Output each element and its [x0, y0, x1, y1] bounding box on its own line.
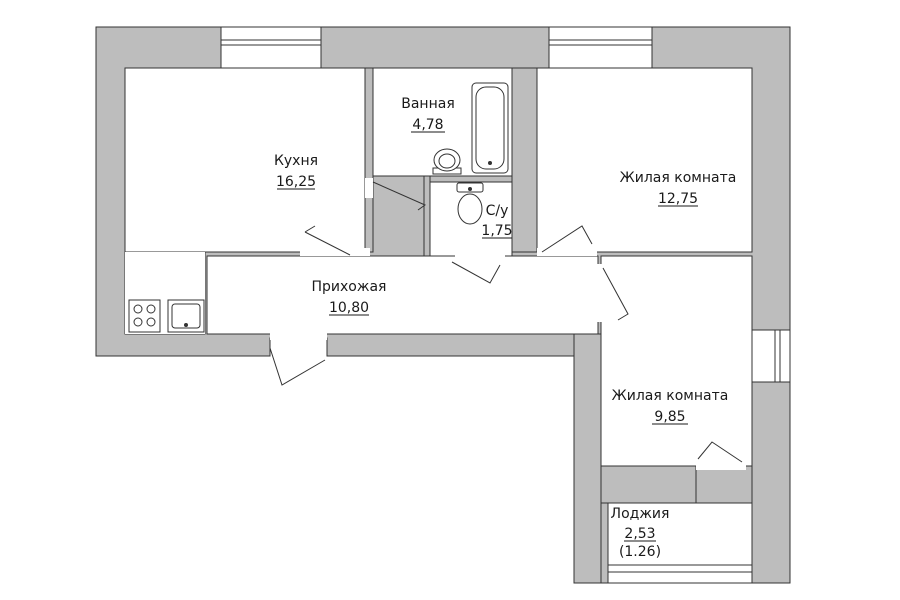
room-kitchen: Кухня 16,25: [274, 153, 318, 190]
room-name: Жилая комната: [620, 170, 737, 186]
loggia-door-leaf: [697, 441, 743, 463]
kitchen-door-leaf: [304, 231, 351, 256]
entrance-gap: [270, 330, 327, 340]
room-area: 4,78: [412, 117, 443, 133]
kitchen-sink-icon: [167, 299, 205, 333]
partition-hall-room2: [573, 333, 602, 584]
room-reduced-area: (1.26): [619, 544, 661, 560]
loggia-door-gap: [696, 462, 746, 470]
wc-door-leaf: [451, 261, 501, 284]
room-loggia: Лоджия 2,53 (1.26): [611, 506, 670, 560]
room-name: Жилая комната: [612, 388, 729, 404]
window-room2: [751, 329, 791, 383]
partition-wc-room: [511, 67, 538, 253]
window-kitchen: [220, 26, 322, 69]
bathtub-icon: [471, 82, 509, 174]
room-area: 12,75: [658, 191, 698, 207]
room-area: 16,25: [276, 174, 316, 190]
room-name: С/у: [486, 203, 509, 219]
toilet-icon: [456, 182, 484, 225]
washbasin-icon: [432, 148, 462, 175]
partition-bath-wc: [423, 175, 513, 183]
window-room1: [548, 26, 653, 69]
stove-icon: [128, 299, 161, 333]
room-name: Ванная: [401, 96, 455, 112]
bathroom-door-leaf: [372, 181, 427, 211]
room-hallway: Прихожая 10,80: [312, 279, 387, 316]
room-wc: С/у 1,75: [481, 203, 512, 239]
room1-door-leaf: [541, 225, 593, 253]
room-name: Лоджия: [611, 506, 670, 522]
hallway-floor: [206, 255, 599, 335]
room-living-1: Жилая комната 12,75: [620, 170, 737, 207]
room2-door-leaf: [602, 267, 629, 321]
room-area: 9,85: [654, 409, 685, 425]
room-area: 2,53: [624, 526, 655, 542]
room-name: Кухня: [274, 153, 318, 169]
wc-door-gap: [455, 252, 505, 260]
kitchen-door-gap: [365, 178, 373, 198]
room-bathroom: Ванная 4,78: [401, 96, 455, 133]
room-name: Прихожая: [312, 279, 387, 295]
entrance-door-leaf: [269, 347, 326, 386]
kitchen-floor: [124, 67, 366, 253]
room1-floor: [536, 67, 753, 253]
partition-room2-loggia: [695, 465, 753, 504]
partition-kitchen-bath: [364, 67, 374, 253]
room-area: 1,75: [481, 223, 512, 239]
kitchen-hall-gap: [300, 248, 370, 256]
wall-block: [600, 465, 697, 504]
kitchen-door-leaf-end: [304, 225, 316, 233]
partition-wc-left: [423, 175, 431, 257]
loggia-floor: [607, 502, 753, 566]
room2-door-gap: [595, 264, 605, 322]
room-area: 10,80: [329, 300, 369, 316]
room2-floor: [600, 255, 753, 467]
room-living-2: Жилая комната 9,85: [612, 388, 729, 425]
room1-door-gap: [537, 248, 597, 256]
window-loggia: [607, 564, 753, 584]
